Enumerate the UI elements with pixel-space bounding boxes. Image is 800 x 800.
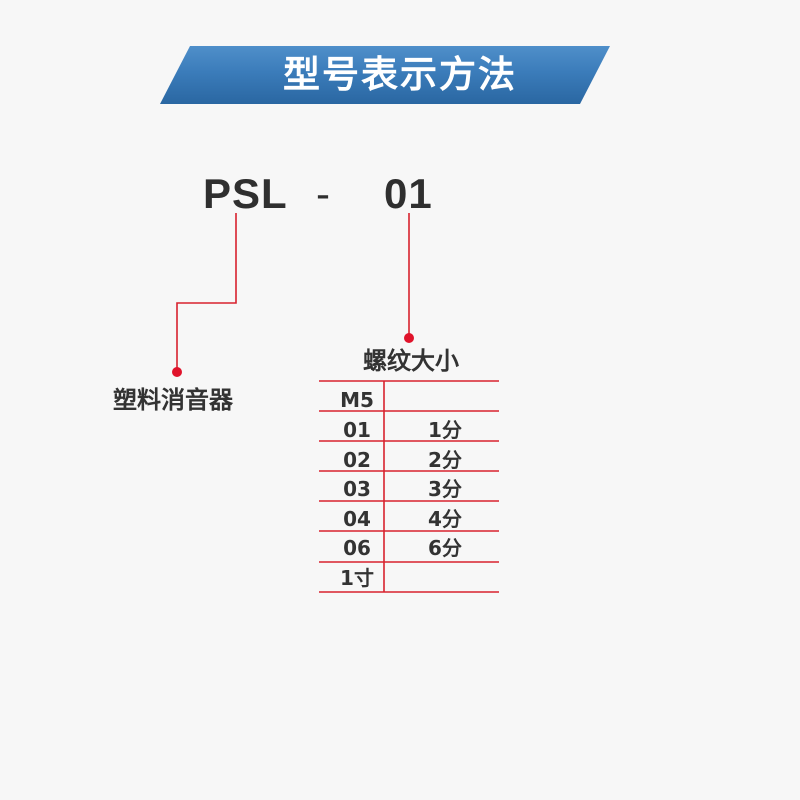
thread-code: M5: [340, 388, 374, 412]
model-series-code: PSL: [203, 170, 288, 217]
table-row: 03 3分: [319, 474, 499, 504]
thread-size-label: 螺纹大小: [363, 347, 459, 375]
table-row: 01 1分: [319, 415, 499, 445]
thread-code: 06: [343, 536, 371, 560]
table-row: 06 6分: [319, 533, 499, 563]
thread-size: 4分: [428, 507, 462, 531]
model-size-code: 01: [384, 170, 433, 217]
title-banner: [160, 46, 610, 104]
table-row: M5: [319, 385, 499, 415]
thread-size: 6分: [428, 536, 462, 560]
table-row: 1寸: [319, 563, 499, 593]
thread-size: 1分: [428, 418, 462, 442]
table-row: 04 4分: [319, 504, 499, 534]
banner-title: 型号表示方法: [283, 53, 517, 96]
size-leader-dot: [404, 333, 414, 343]
thread-code: 04: [343, 507, 371, 531]
thread-code: 01: [343, 418, 371, 442]
model-separator: -: [316, 170, 331, 217]
thread-size: 3分: [428, 477, 462, 501]
series-leader-dot: [172, 367, 182, 377]
series-leader-line: [176, 213, 237, 370]
table-row: 02 2分: [319, 445, 499, 475]
thread-code: 03: [343, 477, 371, 501]
thread-size: 2分: [428, 448, 462, 472]
thread-code: 02: [343, 448, 371, 472]
series-label: 塑料消音器: [113, 386, 233, 414]
thread-code: 1寸: [340, 566, 374, 590]
